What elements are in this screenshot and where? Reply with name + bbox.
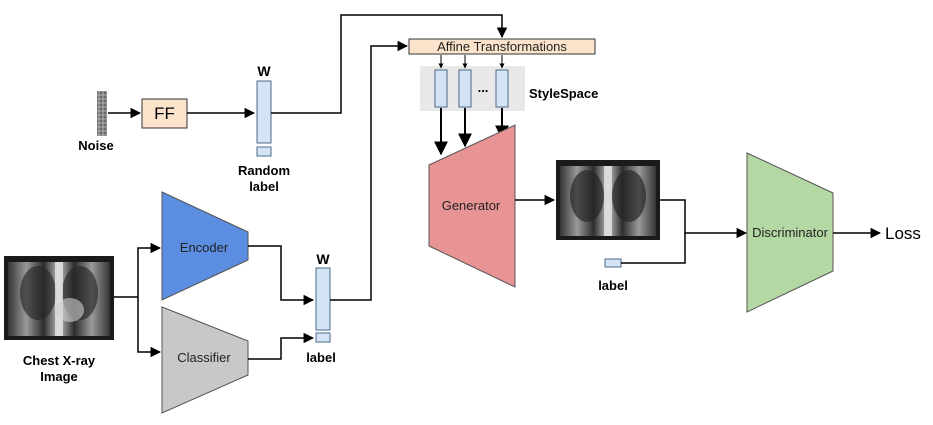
encoder-label: Encoder <box>180 240 229 255</box>
style-dots: ... <box>478 80 489 95</box>
generator-label: Generator <box>442 198 501 213</box>
w-bottom-vector <box>315 267 331 331</box>
noise-label: Noise <box>78 138 113 153</box>
discriminator-block <box>746 152 834 313</box>
noise-patch-icon <box>97 91 107 136</box>
random-label-word: label <box>249 179 279 194</box>
discriminator-label: Discriminator <box>752 225 829 240</box>
w-bottom-label: W <box>316 251 330 267</box>
style-vector-2 <box>458 69 472 108</box>
classifier-block <box>161 306 249 414</box>
w-top-to-affine-arrow <box>271 14 508 114</box>
encoder-block <box>161 191 249 301</box>
affine-transformations-box <box>408 38 596 55</box>
w-top-label: W <box>257 63 271 79</box>
classifier-label: Classifier <box>177 350 231 365</box>
style-vector-n <box>495 69 509 108</box>
affine-label: Affine Transformations <box>437 39 567 54</box>
disc-label-vector <box>604 258 622 268</box>
generated-chest-xray-icon <box>556 160 660 240</box>
loss-label: Loss <box>885 224 921 243</box>
style-vector-1 <box>434 69 448 108</box>
chest-label-line1: Chest X-ray <box>23 353 96 368</box>
input-chest-xray-icon <box>4 256 114 340</box>
ff-label: FF <box>154 104 175 123</box>
w-top-label-vector <box>256 146 272 157</box>
w-bottom-label-vector <box>315 332 331 343</box>
random-label: Random <box>238 163 290 178</box>
disc-label-text: label <box>598 278 628 293</box>
label-bottom-text: label <box>306 350 336 365</box>
chest-label-line2: Image <box>40 369 78 384</box>
w-bottom-to-affine-arrow <box>330 40 409 301</box>
w-top-vector <box>256 80 272 144</box>
generator-block <box>428 124 516 288</box>
stylespace-label: StyleSpace <box>529 86 598 101</box>
